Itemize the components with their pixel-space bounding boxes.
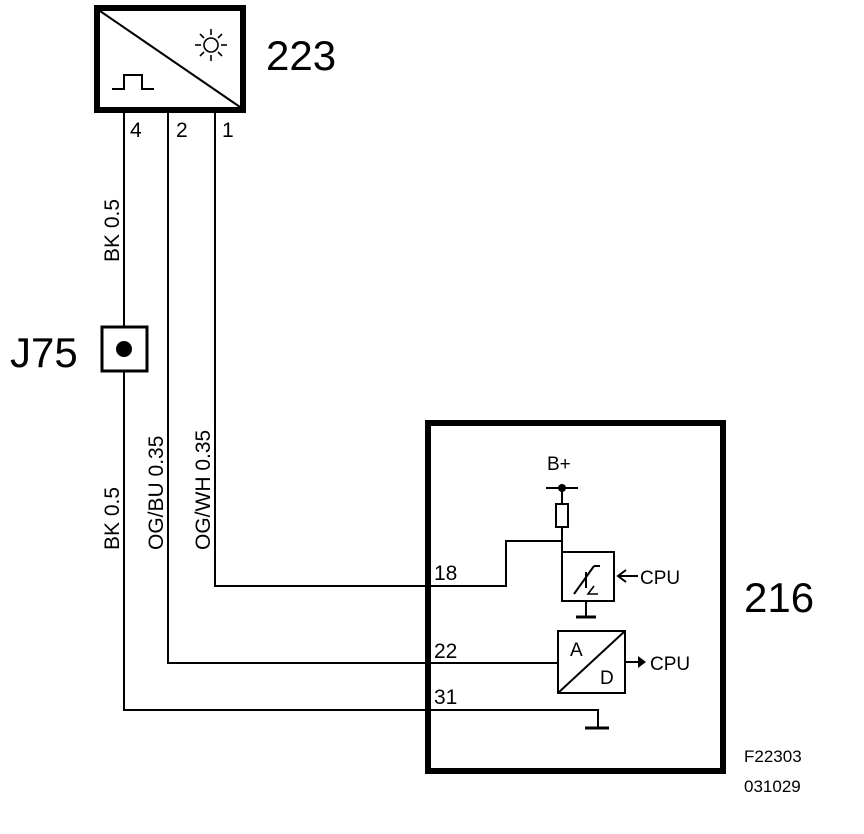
module-pin-31: 31	[434, 686, 457, 709]
cpu-in-arrow-icon	[616, 569, 638, 583]
sensor-ref: 223	[266, 32, 336, 79]
cpu-in-label: CPU	[640, 568, 680, 589]
wire-label-og-bu: OG/BU 0.35	[145, 436, 168, 550]
switch-arrow-icon	[586, 585, 598, 595]
figure-date: 031029	[744, 777, 801, 796]
wire-pin1-to-18	[214, 112, 562, 587]
sensor-pin-4: 4	[130, 119, 142, 142]
wire-label-bk-bottom: BK 0.5	[101, 487, 124, 550]
sensor-pin-1: 1	[222, 119, 234, 142]
supply-label: B+	[547, 454, 571, 475]
wire-label-og-wh: OG/WH 0.35	[192, 430, 215, 550]
junction-dot	[116, 341, 132, 357]
wires	[123, 112, 599, 728]
control-module-216: 216 18 22 31 B+ CPU A D CPU	[425, 420, 814, 774]
sensor-housing	[94, 5, 246, 113]
ad-diagonal	[557, 630, 626, 694]
sensor-pin-2: 2	[176, 119, 188, 142]
resistor	[555, 503, 569, 528]
supply-dot	[558, 484, 566, 492]
junction-j75: J75	[10, 325, 149, 376]
junction-ref: J75	[10, 329, 78, 376]
module-pin-22: 22	[434, 640, 457, 663]
module-housing	[425, 420, 726, 774]
ad-label-a: A	[570, 640, 583, 661]
module-pin-18: 18	[434, 562, 457, 585]
wire-label-bk-top: BK 0.5	[101, 199, 124, 262]
wire-junction-to-ground-31	[123, 370, 599, 728]
switch-icon	[573, 565, 600, 595]
sensor-223: 223 4 2 1	[94, 5, 336, 142]
ad-label-d: D	[600, 668, 614, 689]
sun-icon	[195, 29, 227, 61]
figure-id: F22303	[744, 747, 802, 766]
cpu-out-label: CPU	[650, 654, 690, 675]
wire-pin2-to-22	[167, 112, 558, 664]
cpu-out-arrowhead-icon	[638, 656, 646, 668]
pulse-icon	[112, 74, 154, 90]
sensor-diagonal	[99, 10, 241, 108]
module-ref: 216	[744, 574, 814, 621]
